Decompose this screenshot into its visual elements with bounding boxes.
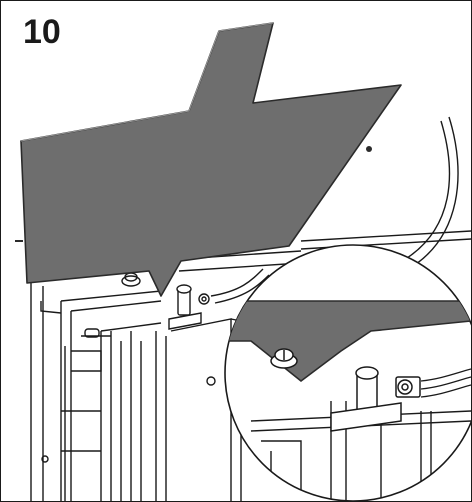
plate-stud	[366, 146, 372, 152]
hex-screw-icon	[270, 348, 298, 369]
machine-frame	[30, 230, 471, 501]
detail-magnifier-circle-icon	[224, 244, 471, 501]
cable-icon	[210, 116, 459, 304]
connector-pin-icon	[168, 284, 202, 330]
plate-highlight	[20, 22, 274, 142]
step-number: 10	[23, 13, 61, 51]
